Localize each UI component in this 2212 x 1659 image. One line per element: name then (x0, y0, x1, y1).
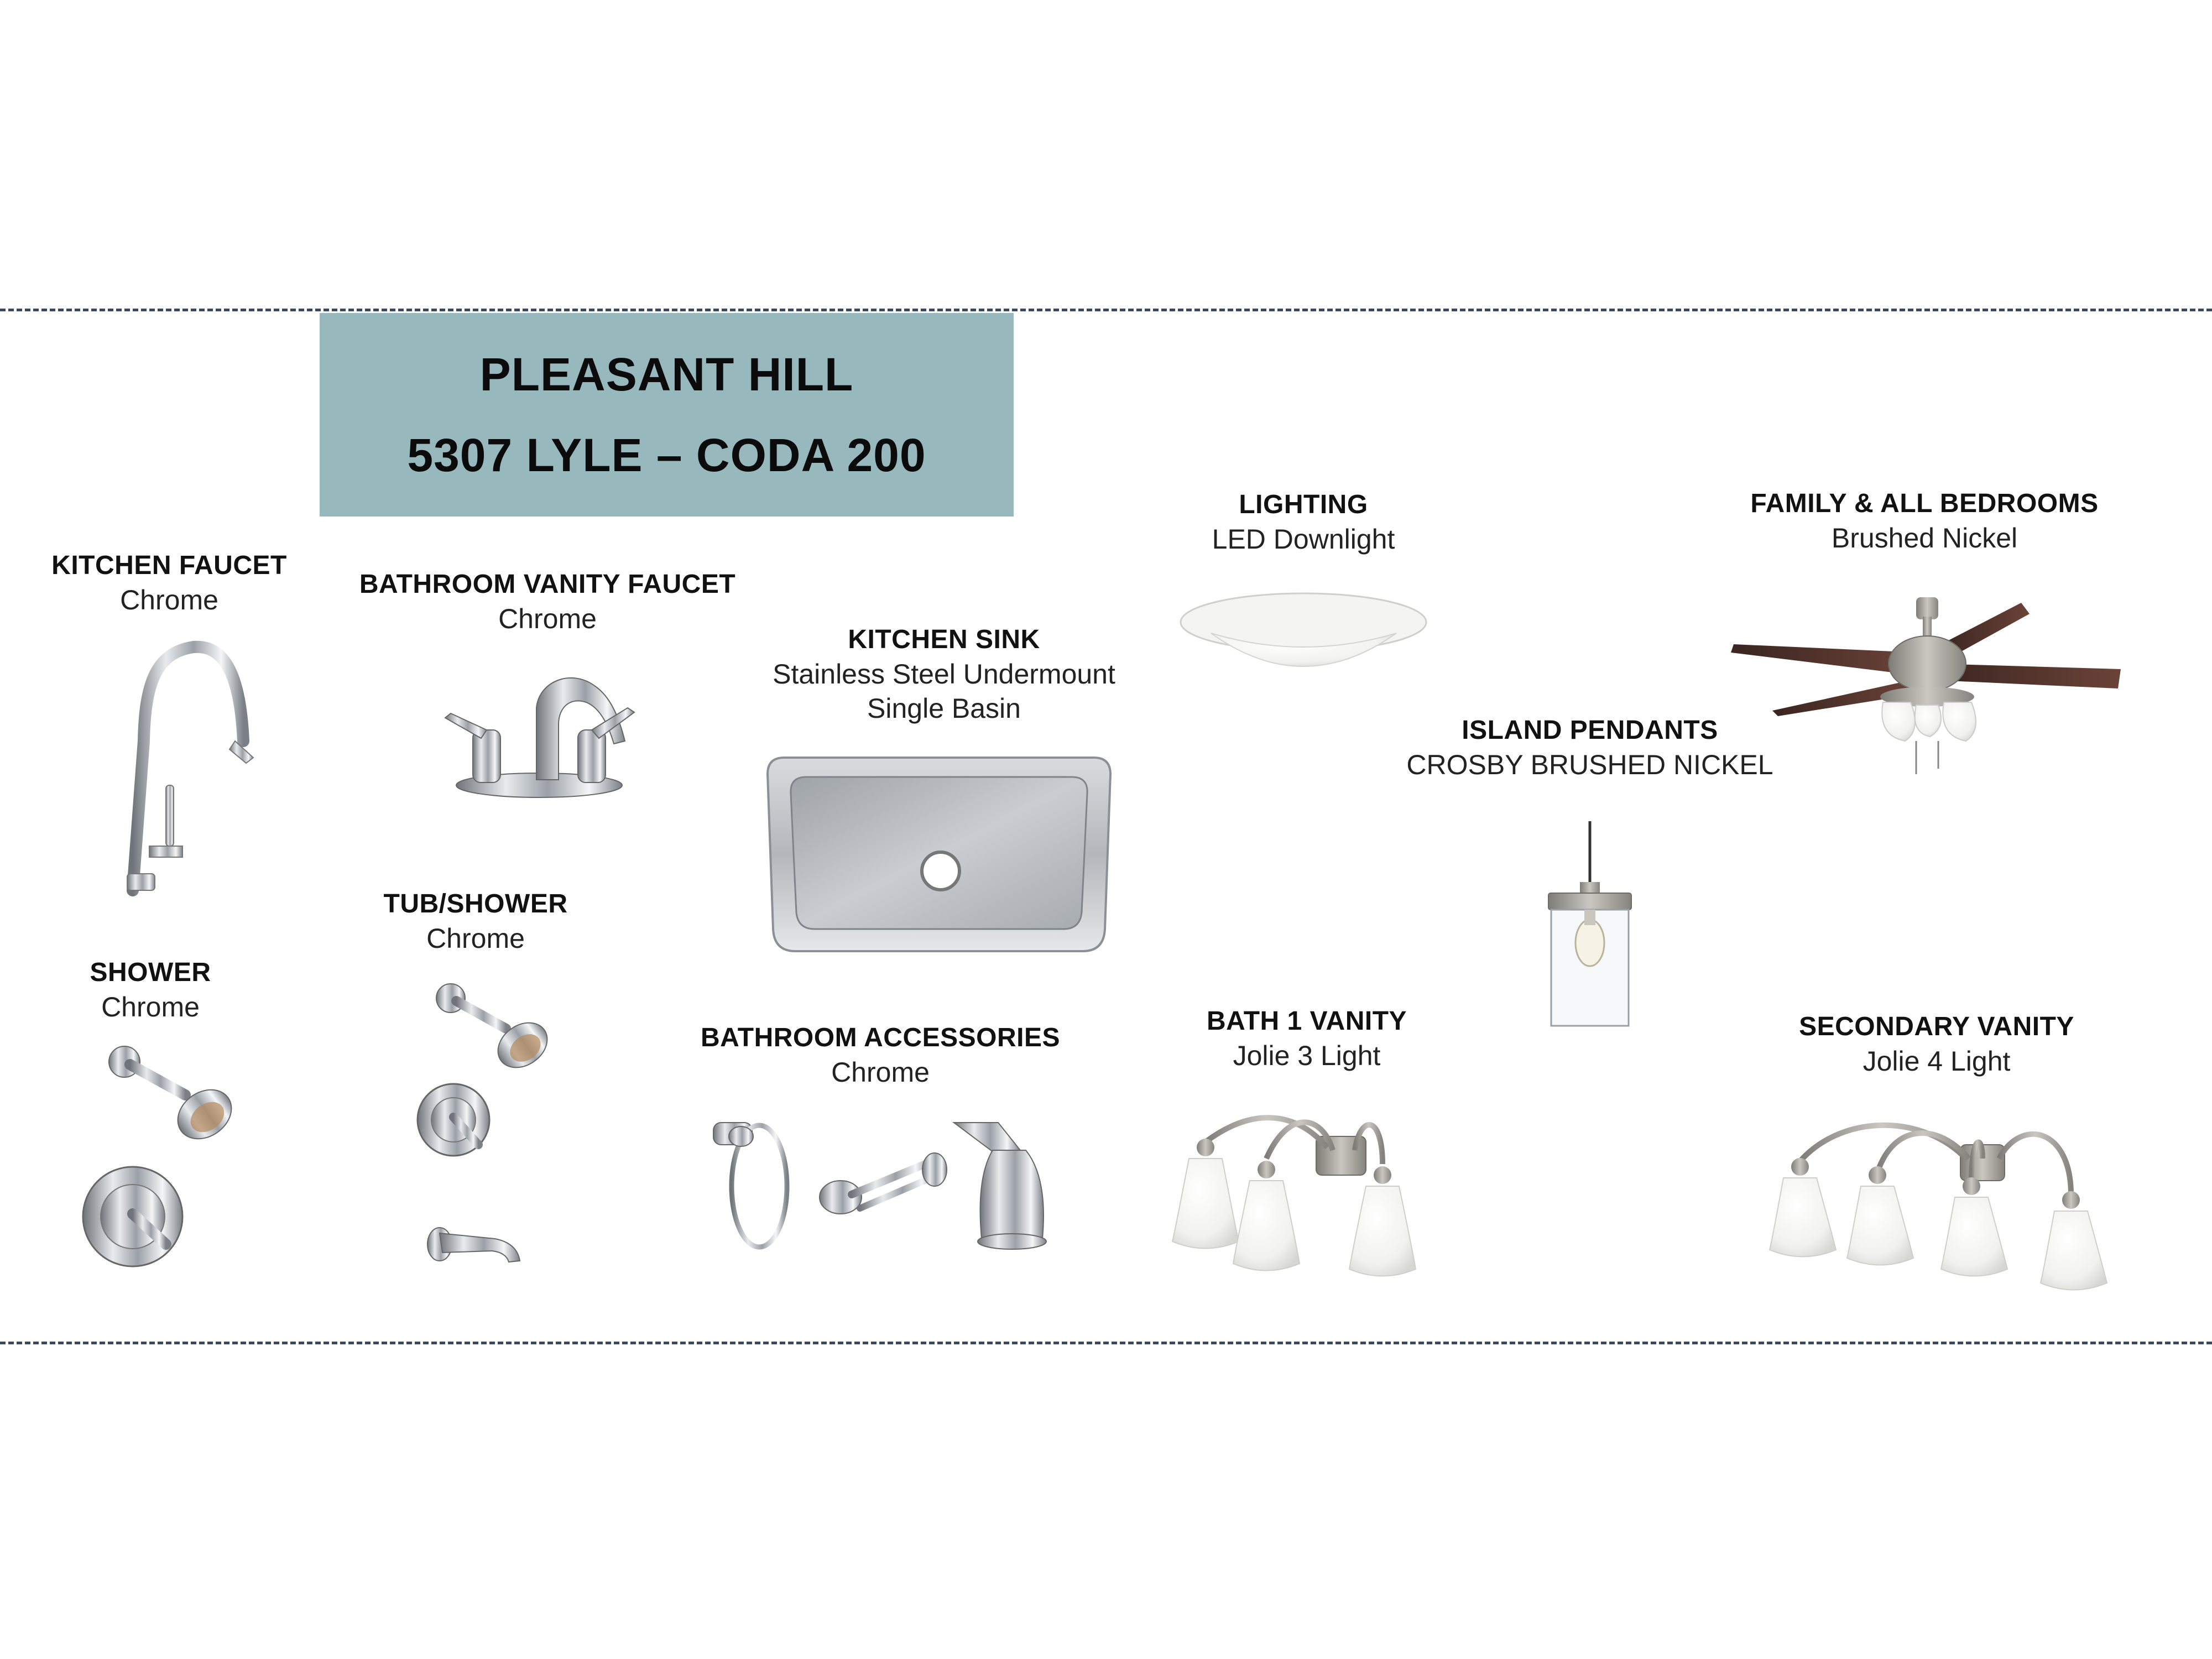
project-name: PLEASANT HILL (479, 348, 854, 400)
tub-shower-set-icon (416, 983, 548, 1263)
item-name: KITCHEN SINK (848, 625, 1040, 654)
item-finish: Brushed Nickel (1831, 523, 2018, 554)
item-name: ISLAND PENDANTS (1462, 716, 1718, 745)
kitchen-sink-label: KITCHEN SINK Stainless Steel Undermount … (773, 623, 1115, 726)
item-name: BATH 1 VANITY (1206, 1006, 1407, 1036)
item-name: BATHROOM ACCESSORIES (700, 1023, 1061, 1052)
secondary-vanity-label: SECONDARY VANITY Jolie 4 Light (1799, 1010, 2074, 1078)
plan-name: 5307 LYLE – CODA 200 (407, 429, 926, 481)
vanity-faucet-icon (444, 677, 635, 798)
kitchen-faucet-label: KITCHEN FAUCET Chrome (51, 549, 287, 617)
item-name: SECONDARY VANITY (1799, 1012, 2074, 1041)
bath1-vanity-label: BATH 1 VANITY Jolie 3 Light (1207, 1004, 1407, 1073)
item-finish: Jolie 4 Light (1863, 1046, 2011, 1077)
pendant-light-icon (1548, 821, 1632, 1027)
item-name: TUB/SHOWER (383, 889, 568, 919)
top-dashed-rule (0, 309, 2212, 311)
vanity-3-light-icon (1171, 1115, 1417, 1277)
item-finish: Chrome (101, 992, 200, 1022)
item-name: LIGHTING (1239, 490, 1368, 519)
shower-label: SHOWER Chrome (90, 956, 211, 1024)
shower-set-icon (82, 1046, 232, 1267)
bath-accessories-icon (713, 1122, 1047, 1250)
item-finish: LED Downlight (1212, 524, 1395, 555)
lighting-label: LIGHTING LED Downlight (1212, 488, 1395, 556)
item-name: SHOWER (90, 958, 211, 987)
item-finish: Chrome (831, 1057, 930, 1088)
title-banner: PLEASANT HILL 5307 LYLE – CODA 200 (320, 313, 1014, 517)
item-name: FAMILY & ALL BEDROOMS (1750, 489, 2099, 518)
item-finish: Chrome (498, 603, 597, 634)
ceiling-fan-icon (1731, 597, 2121, 774)
item-finish: Stainless Steel Undermount (773, 659, 1115, 690)
item-finish: CROSBY BRUSHED NICKEL (1406, 749, 1773, 780)
sink-icon (766, 757, 1112, 952)
downlight-icon (1180, 592, 1427, 667)
island-pendants-label: ISLAND PENDANTS CROSBY BRUSHED NICKEL (1406, 713, 1773, 782)
bathroom-accessories-label: BATHROOM ACCESSORIES Chrome (701, 1021, 1060, 1089)
item-name: KITCHEN FAUCET (51, 551, 287, 580)
bottom-dashed-rule (0, 1342, 2212, 1344)
tub-shower-label: TUB/SHOWER Chrome (384, 887, 568, 956)
item-finish-detail: Single Basin (867, 693, 1021, 724)
item-finish: Jolie 3 Light (1233, 1040, 1381, 1071)
item-finish: Chrome (426, 923, 525, 954)
kitchen-faucet-icon (127, 640, 254, 896)
vanity-4-light-icon (1768, 1122, 2108, 1291)
family-bedrooms-label: FAMILY & ALL BEDROOMS Brushed Nickel (1750, 487, 2098, 555)
bathroom-vanity-faucet-label: BATHROOM VANITY FAUCET Chrome (359, 567, 735, 636)
item-finish: Chrome (120, 585, 218, 615)
item-name: BATHROOM VANITY FAUCET (359, 570, 736, 599)
